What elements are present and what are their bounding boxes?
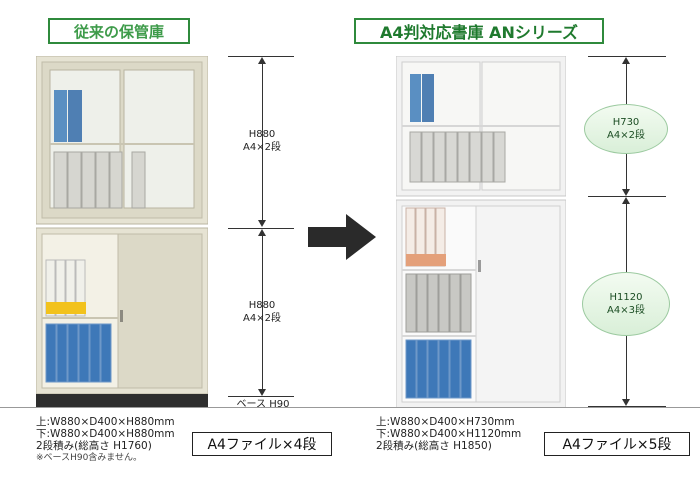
left-spec-lower: 下:W880×D400×H880mm: [36, 428, 175, 440]
arrow-right-icon: [308, 214, 376, 260]
left-dim-bottom-capacity: A4×2段: [243, 313, 281, 324]
left-capacity-box: A4ファイル×4段: [192, 432, 332, 456]
right-dim-bottom-capacity: A4×3段: [607, 305, 645, 316]
right-spec-upper: 上:W880×D400×H730mm: [376, 416, 515, 428]
right-spec-lower: 下:W880×D400×H1120mm: [376, 428, 522, 440]
right-cabinet-image: [396, 56, 566, 408]
left-dim-bottom-height: H880: [248, 300, 276, 311]
left-dim-top-capacity: A4×2段: [243, 142, 281, 153]
left-spec-stack: 2段積み(総高さ H1760): [36, 440, 152, 452]
left-spec-upper: 上:W880×D400×H880mm: [36, 416, 175, 428]
right-capacity-box: A4ファイル×5段: [544, 432, 690, 456]
divider: [0, 407, 700, 408]
left-spec-note: ※ベースH90含みません。: [36, 453, 143, 463]
right-spec-stack: 2段積み(総高さ H1850): [376, 440, 492, 452]
left-dim-top-height: H880: [248, 129, 276, 140]
left-cabinet-image: [36, 56, 208, 408]
right-dim-top-capacity: A4×2段: [607, 130, 645, 141]
right-dim-top-height: H730: [612, 117, 640, 128]
left-title: 従来の保管庫: [48, 18, 190, 44]
left-base-label: ベース H90: [236, 399, 290, 410]
right-dim-bottom-height: H1120: [609, 292, 643, 303]
right-title: A4判対応書庫 ANシリーズ: [354, 18, 604, 44]
